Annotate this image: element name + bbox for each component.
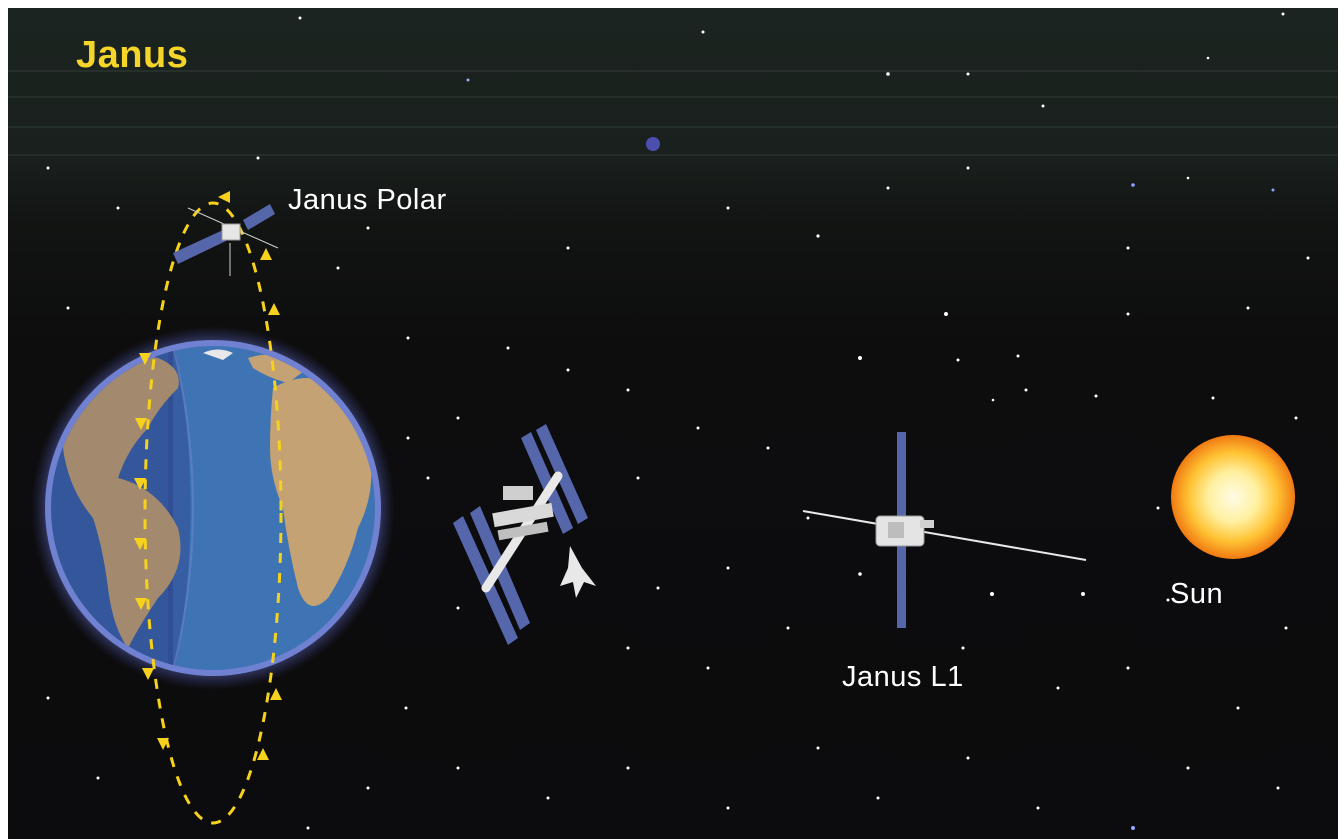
sky-band (8, 154, 1338, 156)
sky-band (8, 126, 1338, 128)
earth (31, 326, 395, 690)
sky-band (8, 70, 1338, 72)
star-field (46, 12, 1310, 830)
space-station (453, 424, 588, 645)
space-scene (31, 12, 1310, 830)
janus-l1-label: Janus L1 (842, 661, 964, 693)
sun-label: Sun (1170, 578, 1224, 610)
janus-polar-satellite (173, 204, 279, 276)
diagram-canvas: Janus Janus Polar Janus L1 Sun (8, 8, 1338, 839)
sky-band (8, 96, 1338, 98)
polar-orbit (134, 191, 283, 825)
janus-polar-label: Janus Polar (288, 184, 447, 216)
sun (1171, 435, 1295, 559)
shuttle (560, 546, 596, 598)
diagram-title: Janus (76, 34, 189, 76)
janus-l1-satellite (802, 432, 1087, 628)
